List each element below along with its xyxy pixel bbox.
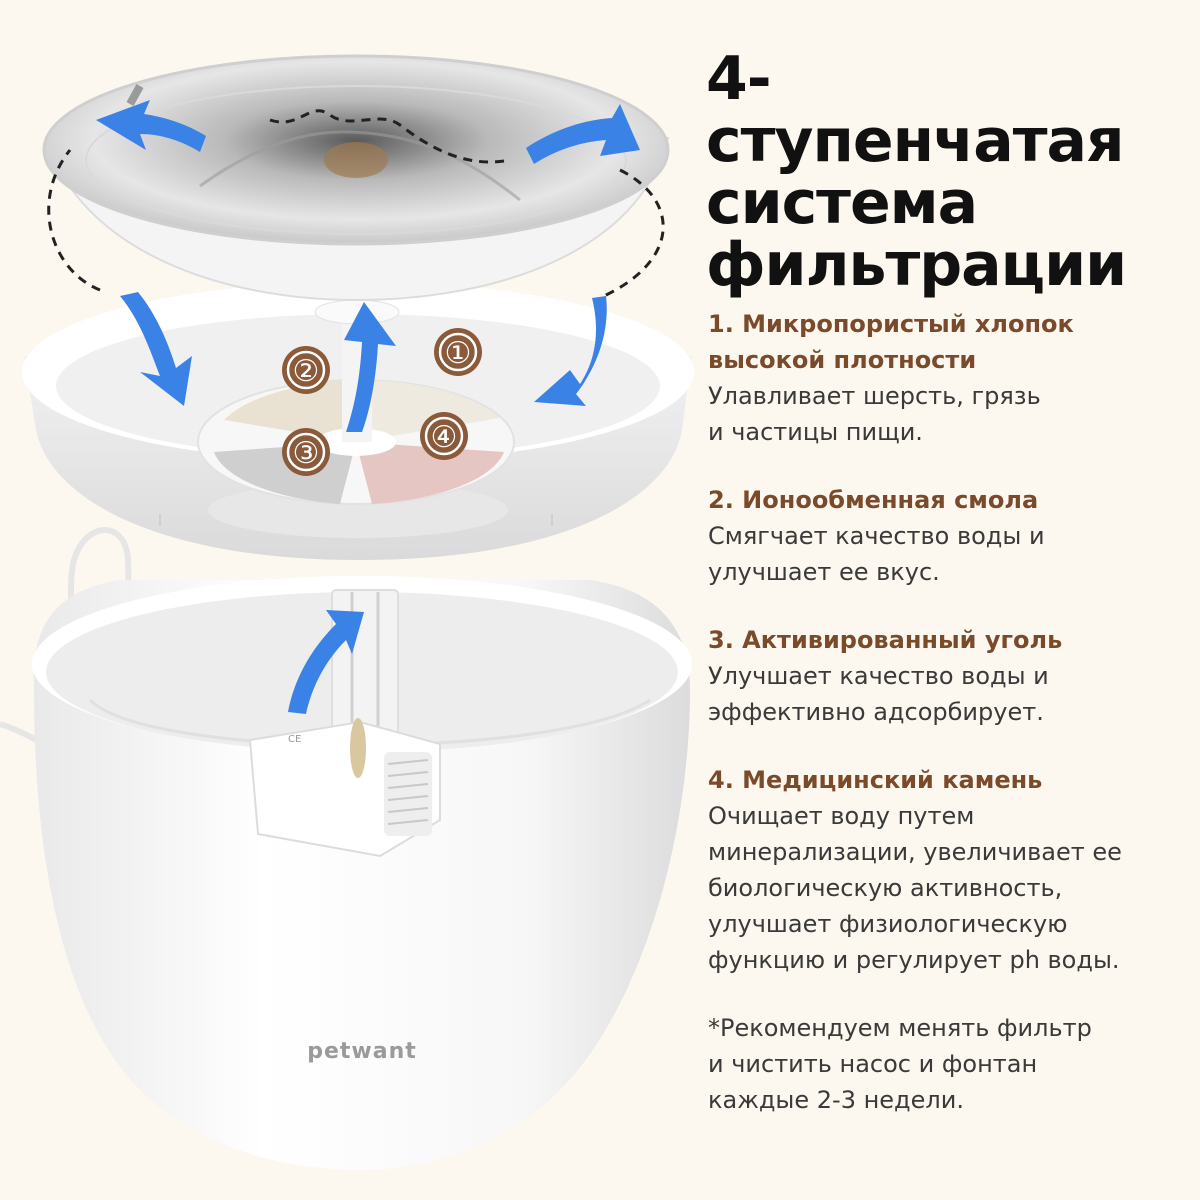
marker-3: ③ xyxy=(293,436,320,471)
feature-title-line: 4. Медицинский камень xyxy=(708,766,1043,794)
feature-description-line: эффективно адсорбирует. xyxy=(708,698,1044,726)
title-line: система xyxy=(706,168,978,238)
feature-description-line: биологическую активность, xyxy=(708,874,1063,902)
flow-arrows xyxy=(96,100,640,714)
feature-description-line: улучшает физиологическую xyxy=(708,910,1068,938)
feature-description: Улучшает качество воды и эффективно адсо… xyxy=(708,658,1188,730)
feature-description: Улавливает шерсть, грязь и частицы пищи. xyxy=(708,378,1188,450)
feature-description-line: Очищает воду путем xyxy=(708,802,975,830)
flow-arrow-icon xyxy=(344,302,396,432)
feature-item: 1. Микропористый хлопок высокой плотност… xyxy=(708,306,1188,450)
feature-item: 4. Медицинский камень Очищает воду путем… xyxy=(708,762,1188,978)
feature-title: 1. Микропористый хлопок высокой плотност… xyxy=(708,306,1188,378)
title-line: фильтрации xyxy=(706,230,1127,300)
feature-description-line: функцию и регулирует ph воды. xyxy=(708,946,1120,974)
feature-description-line: и частицы пищи. xyxy=(708,418,923,446)
compartment-markers: ① ② ③ ④ xyxy=(282,328,482,476)
flow-arrow-icon xyxy=(526,104,640,164)
flow-arrow-icon xyxy=(534,296,607,406)
filter-cartridge xyxy=(197,299,515,505)
flow-arrow-icon xyxy=(96,100,206,152)
brand-logo: petwant xyxy=(307,1039,417,1064)
feature-description-line: минерализации, увеличивает ее xyxy=(708,838,1122,866)
feature-description: Очищает воду путем минерализации, увелич… xyxy=(708,798,1188,978)
fountain-exploded-view: CE xyxy=(0,54,694,1170)
feature-title: 4. Медицинский камень xyxy=(708,762,1188,798)
feature-description-line: улучшает ее вкус. xyxy=(708,558,940,586)
maintenance-note: *Рекомендуем менять фильтр и чистить нас… xyxy=(708,1010,1188,1118)
flow-arrow-icon xyxy=(120,292,192,406)
note-line: каждые 2-3 недели. xyxy=(708,1086,964,1114)
feature-item: 2. Ионообменная смола Смягчает качество … xyxy=(708,482,1188,590)
marker-2: ② xyxy=(293,354,320,389)
page-title: 4-ступенчатая система фильтрации xyxy=(706,48,1186,296)
dashed-flow-path xyxy=(47,109,665,298)
stainless-dish xyxy=(42,54,670,302)
feature-title-line: высокой плотности xyxy=(708,346,977,374)
marker-4: ④ xyxy=(431,420,458,455)
feature-title-line: 3. Активированный уголь xyxy=(708,626,1063,654)
feature-description-line: Улавливает шерсть, грязь xyxy=(708,382,1041,410)
feature-title: 2. Ионообменная смола xyxy=(708,482,1188,518)
feature-title: 3. Активированный уголь xyxy=(708,622,1188,658)
feature-list: 1. Микропористый хлопок высокой плотност… xyxy=(708,306,1188,1118)
note-line: и чистить насос и фонтан xyxy=(708,1050,1038,1078)
note-line: *Рекомендуем менять фильтр xyxy=(708,1014,1092,1042)
feature-item: 3. Активированный уголь Улучшает качеств… xyxy=(708,622,1188,730)
feature-title-line: 1. Микропористый хлопок xyxy=(708,310,1074,338)
feature-description: Смягчает качество воды и улучшает ее вку… xyxy=(708,518,1188,590)
title-line: 4-ступенчатая xyxy=(706,44,1125,176)
flow-arrow-icon xyxy=(288,610,364,714)
svg-text:CE: CE xyxy=(288,734,301,745)
feature-title-line: 2. Ионообменная смола xyxy=(708,486,1039,514)
feature-description-line: Улучшает качество воды и xyxy=(708,662,1049,690)
marker-1: ① xyxy=(445,336,472,371)
feature-description-line: Смягчает качество воды и xyxy=(708,522,1045,550)
